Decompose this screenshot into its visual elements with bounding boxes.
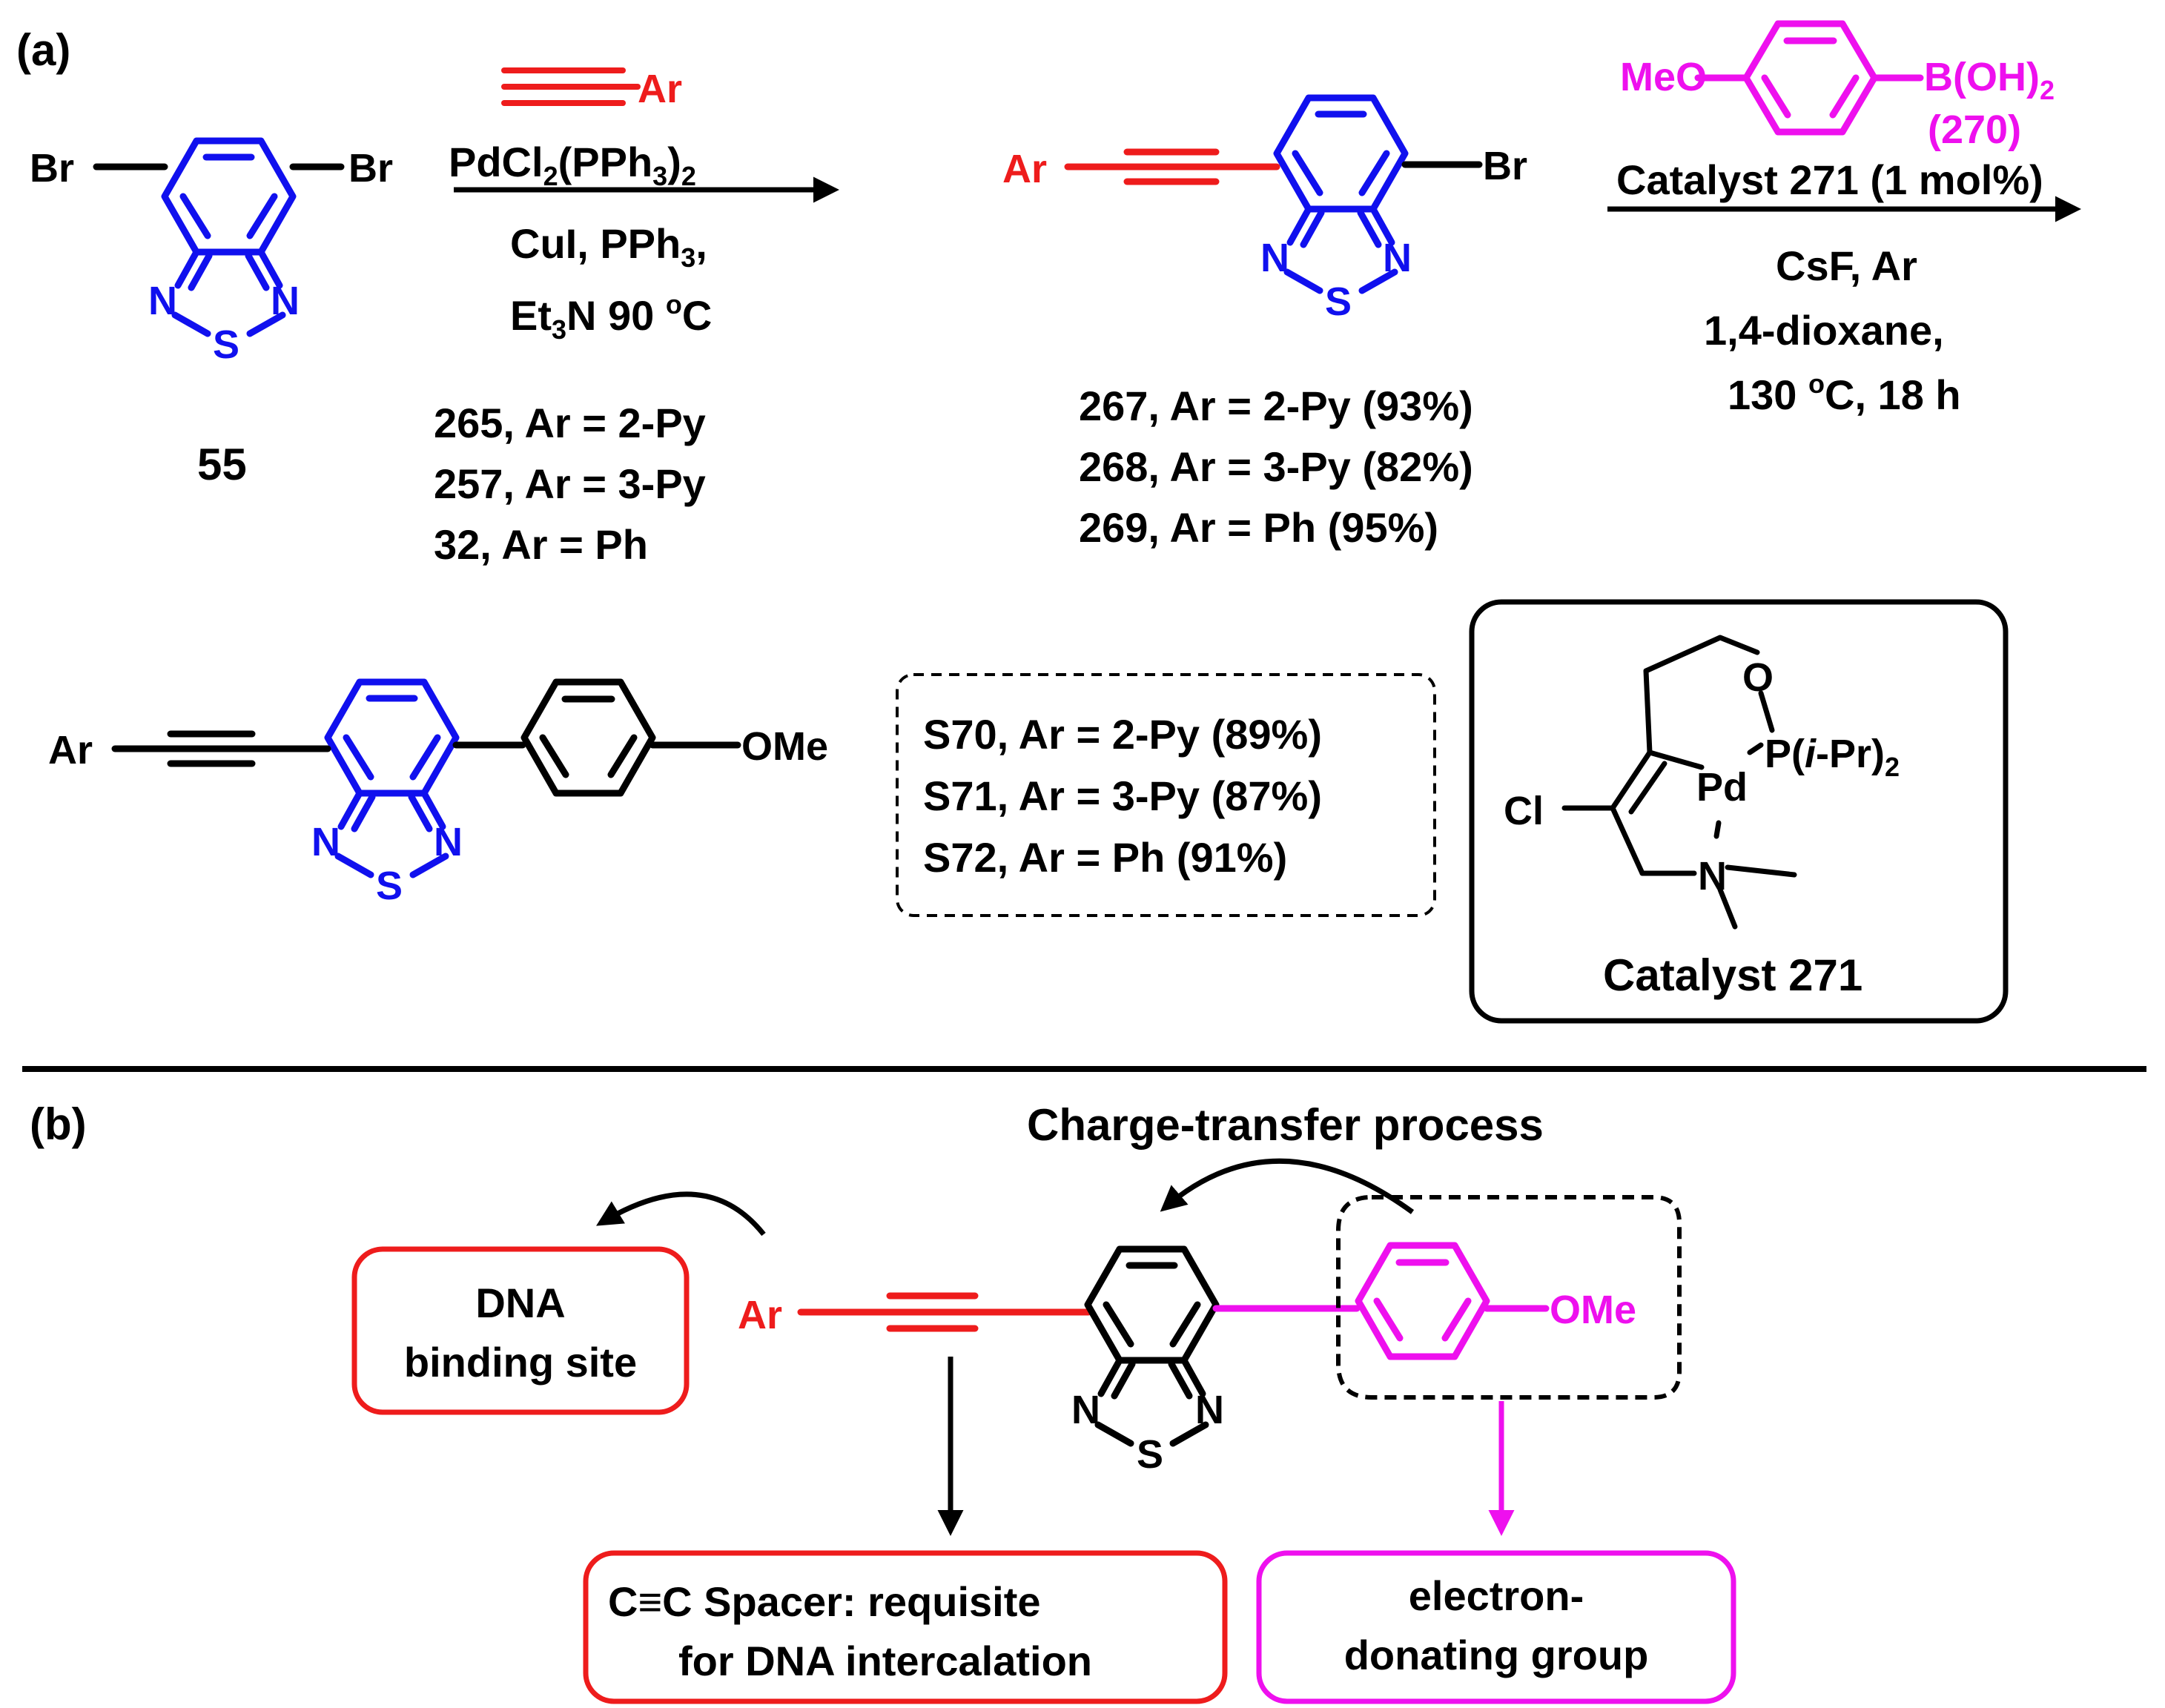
catalyst-loading: Catalyst 271 (1 mol%) xyxy=(1616,156,2043,203)
final-product-structure xyxy=(111,678,741,878)
step2-temp: 130 oC, 18 h xyxy=(1728,368,1961,418)
catalyst-271-label: Catalyst 271 xyxy=(1603,950,1862,1000)
panel-a-label: (a) xyxy=(16,25,70,75)
catalyst-p-ligand: P(i-Pr)2 xyxy=(1765,732,1900,782)
panel-b-molecule xyxy=(797,1242,1550,1447)
intermediate-n-left: N xyxy=(1260,236,1289,280)
final-n-right: N xyxy=(434,820,463,864)
step2-solvent: 1,4-dioxane, xyxy=(1704,307,1944,354)
br-left-atom: Br xyxy=(30,146,74,191)
compound-55-structure xyxy=(93,137,345,337)
spacer-box-line2: for DNA intercalation xyxy=(678,1638,1092,1684)
step1-cui-line: CuI, PPh3, xyxy=(510,220,707,273)
charge-transfer-arrow xyxy=(1160,1158,1415,1214)
intermediate-structure xyxy=(1064,94,1483,294)
panel-b-ar-label: Ar xyxy=(738,1293,782,1337)
donor-box xyxy=(1256,1550,1736,1704)
dna-box-line1: DNA xyxy=(475,1280,565,1326)
n-right-atom: N xyxy=(271,279,300,323)
reagent-32: 32, Ar = Ph xyxy=(434,521,648,568)
catalyst-cl-atom: Cl xyxy=(1504,789,1544,833)
spacer-box xyxy=(583,1550,1228,1704)
dna-binding-arrow xyxy=(596,1191,766,1237)
catalyst-271-box xyxy=(1469,599,2009,1024)
product-267: 267, Ar = 2-Py (93%) xyxy=(1079,383,1473,429)
boronic-acid-number: (270) xyxy=(1928,107,2021,152)
compound-55-label: 55 xyxy=(197,440,247,489)
step1-catalyst-line: PdCl2(PPh3)2 xyxy=(449,139,696,191)
step2-base: CsF, Ar xyxy=(1776,242,1917,289)
product-268: 268, Ar = 3-Py (82%) xyxy=(1079,443,1473,490)
panel-b-n-left: N xyxy=(1071,1388,1100,1432)
catalyst-271-structure xyxy=(1561,635,1797,930)
s-atom: S xyxy=(213,322,239,367)
donor-box-line2: donating group xyxy=(1344,1632,1649,1678)
product-s71: S71, Ar = 3-Py (87%) xyxy=(923,772,1322,819)
intermediate-n-right: N xyxy=(1383,236,1412,280)
product-s70: S70, Ar = 2-Py (89%) xyxy=(923,711,1322,758)
panel-b-ome-label: OMe xyxy=(1550,1288,1636,1332)
product-269: 269, Ar = Ph (95%) xyxy=(1079,504,1438,551)
final-ar-label: Ar xyxy=(48,728,93,772)
alkyne-reagent xyxy=(501,67,641,106)
catalyst-o-atom: O xyxy=(1742,655,1774,700)
charge-transfer-label: Charge-transfer process xyxy=(1027,1100,1544,1150)
donor-box-line1: electron- xyxy=(1409,1572,1584,1619)
intermediate-br-atom: Br xyxy=(1483,144,1527,188)
dna-box-line2: binding site xyxy=(404,1339,637,1386)
donor-highlight-box xyxy=(1336,1195,1682,1400)
step1-temp-line: Et3N 90 oC xyxy=(510,289,712,345)
br-right-atom: Br xyxy=(348,146,393,191)
reagent-265: 265, Ar = 2-Py xyxy=(434,400,706,446)
spacer-box-line1: C≡C Spacer: requisite xyxy=(608,1578,1041,1625)
boronic-acid-270 xyxy=(1694,20,1924,136)
final-s-atom: S xyxy=(376,864,403,908)
intermediate-s-atom: S xyxy=(1325,279,1352,324)
dna-binding-box xyxy=(351,1246,690,1415)
final-n-left: N xyxy=(311,820,340,864)
catalyst-pd-atom: Pd xyxy=(1696,765,1748,810)
catalyst-n-atom: N xyxy=(1698,854,1727,898)
yield-box xyxy=(896,673,1436,917)
panel-b-label: (b) xyxy=(30,1099,87,1149)
product-s72: S72, Ar = Ph (91%) xyxy=(923,834,1287,881)
alkyne-ar-label: Ar xyxy=(638,67,682,111)
panel-b-n-right: N xyxy=(1195,1388,1224,1432)
boron-label: B(OH)2 xyxy=(1924,55,2055,105)
reagent-257: 257, Ar = 3-Py xyxy=(434,460,706,507)
final-ome-label: OMe xyxy=(741,724,828,769)
n-left-atom: N xyxy=(148,279,177,323)
intermediate-ar-label: Ar xyxy=(1002,147,1047,191)
panel-b-s-atom: S xyxy=(1137,1432,1163,1477)
meo-label: MeO xyxy=(1620,55,1707,99)
